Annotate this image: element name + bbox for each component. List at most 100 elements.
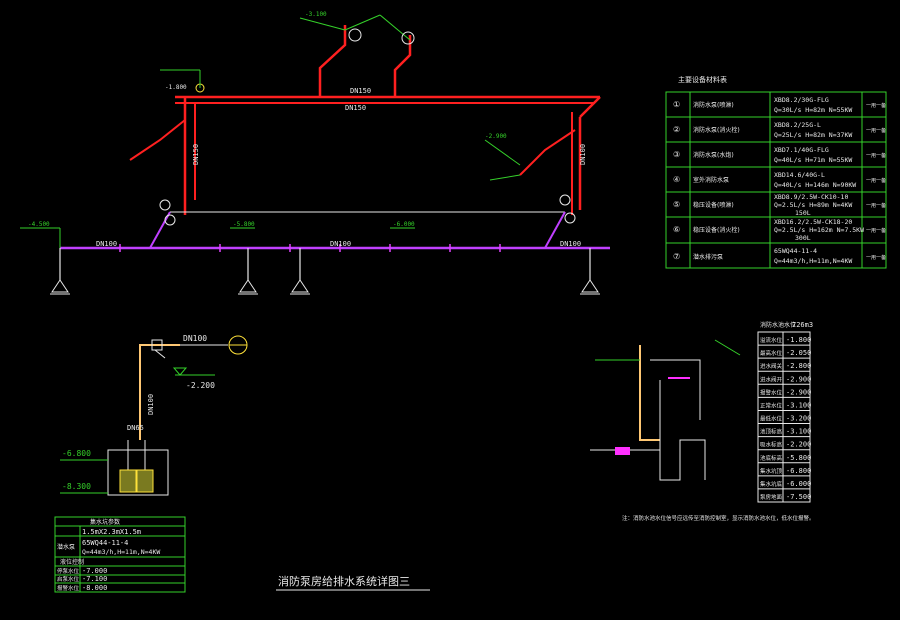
tank-level-name: 最高水位 <box>760 349 783 357</box>
sump-table-title: 集水坑参数 <box>90 518 120 526</box>
sump-level-value: -8.000 <box>82 584 107 592</box>
callout-circle-1 <box>348 28 362 42</box>
eq-row-no: ⑦ <box>673 252 680 261</box>
eq-row-name: 消防水泵(水炮) <box>693 151 734 159</box>
eq-row-qty: 一用一备 <box>866 152 886 159</box>
riser-top-2 <box>393 35 412 97</box>
sump-pump-spec: Q=44m3/h,H=11m,N=4KW <box>82 548 160 556</box>
tank-level-name: 池顶标高 <box>760 428 783 436</box>
elev-label: -2.900 <box>485 133 507 140</box>
elev-label: -3.100 <box>305 11 327 18</box>
valve-ticks <box>119 244 501 252</box>
tank-valve <box>615 447 630 455</box>
eq-row-no: ④ <box>673 175 680 184</box>
eq-row-spec: XBD8.9/2.5W-CK10-10 <box>774 193 848 201</box>
sump-pit <box>107 449 169 496</box>
eq-row-name: 稳压设备(喷淋) <box>693 201 734 209</box>
tank-level-name: 最低水位 <box>760 415 783 423</box>
tank-level-value: -2.800 <box>786 362 811 370</box>
isometric-system: DN150 DN150 DN150 DN100 DN100 DN100 DN10… <box>20 11 610 295</box>
pipe-label: DN150 <box>350 87 371 95</box>
eq-row-qty: 一用一备 <box>866 127 886 134</box>
tank-level-value: -3.100 <box>786 428 811 436</box>
tank-leader-2 <box>714 339 741 356</box>
tank-level-name: 吸水标高 <box>760 441 783 449</box>
eq-row-spec: 300L <box>795 234 811 242</box>
elev-label: -6.000 <box>393 221 415 228</box>
tank-level-name: 溢流水位 <box>760 336 783 344</box>
eq-row-qty: 一用一备 <box>866 254 886 261</box>
sump-elev-top: -6.800 <box>62 449 91 458</box>
eq-row-spec: Q=2.5L/s H=89m N=4KW <box>774 201 852 209</box>
tank-level-value: -5.800 <box>786 454 811 462</box>
tank-level-name: 池底标高 <box>760 454 783 462</box>
sump-riser <box>139 344 180 440</box>
eq-row-qty: 一用一备 <box>866 227 886 234</box>
sump-pipe-large: DN100 <box>183 334 207 343</box>
eq-row-spec: Q=40L/s H=146m N=90KW <box>774 181 856 189</box>
tank-level-value: -7.500 <box>786 493 811 501</box>
leader-lines <box>20 14 521 248</box>
tank-level-value: -2.050 <box>786 349 811 357</box>
branch-right <box>519 129 576 176</box>
pipe-label: DN100 <box>96 240 117 248</box>
sump-pump-model: 65WQ44-11-4 <box>82 539 128 547</box>
sump-valve <box>154 349 166 359</box>
elev-label: -1.800 <box>165 84 187 91</box>
tank-level-value: -1.800 <box>786 336 811 344</box>
sump-elev-bottom: -8.300 <box>62 482 91 491</box>
equipment-table-grid <box>666 92 886 268</box>
eq-row-spec: 65WQ44-11-4 <box>774 247 817 255</box>
tank-pit <box>659 380 706 481</box>
eq-row-spec: XBD8.2/25G-L <box>774 121 821 129</box>
tank-level-name: 集水坑顶 <box>760 467 783 475</box>
tank-level-name: 进水阀关 <box>760 362 783 370</box>
eq-row-no: ⑥ <box>673 225 680 234</box>
tank-level-rows: 溢流水位-1.800最高水位-2.050进水阀关-2.800进水阀开-2.900… <box>758 336 811 501</box>
sump-elev-out: -2.200 <box>186 381 215 390</box>
eq-row-spec: XBD14.6/40G-L <box>774 171 825 179</box>
tank-level-value: -3.100 <box>786 401 811 409</box>
tank-level-value: -2.200 <box>786 441 811 449</box>
eq-row-name: 室外消防水泵 <box>693 176 729 184</box>
pipe-label: DN150 <box>192 144 200 165</box>
eq-row-spec: Q=25L/s H=82m N=37KW <box>774 131 852 139</box>
eq-row-no: ⑤ <box>673 200 680 209</box>
elev-label: -5.800 <box>233 221 255 228</box>
equipment-table-border <box>665 91 887 269</box>
riser-top-1 <box>318 25 347 97</box>
drawing-title: 消防泵房给排水系统详图三 <box>278 574 410 588</box>
tank-level-name: 进水阀开 <box>760 375 783 383</box>
sump-table-grid <box>55 525 185 592</box>
sump-level-name: 停泵水位 <box>57 567 80 575</box>
eq-row-no: ③ <box>673 150 680 159</box>
pipe-label: DN150 <box>345 104 366 112</box>
eq-row-spec: Q=2.5L/s H=162m N=7.5KW <box>774 226 864 234</box>
tank-header: 消防水池水位 <box>760 321 796 329</box>
sump-elev-mark <box>172 367 188 376</box>
tank-level-value: -2.900 <box>786 375 811 383</box>
tank-volume: 726m3 <box>792 321 813 329</box>
sump-pipe-small: DN65 <box>127 424 144 432</box>
tank-section: 消防水池水位 726m3 溢流水位-1.800最高水位-2.050进水阀关-2.… <box>590 321 815 522</box>
tank-note: 注：消防水池水位信号应远传至消防控制室，显示消防水池水位，低水位报警。 <box>622 514 815 522</box>
eq-row-no: ② <box>673 125 680 134</box>
eq-row-spec: Q=40L/s H=71m N=55KW <box>774 156 852 164</box>
pump-symbols <box>159 83 576 226</box>
tank-wall <box>650 359 701 420</box>
sump-pump-label: 潜水泵 <box>57 543 75 551</box>
sump-size: 1.5mX2.3mX1.5m <box>82 528 141 536</box>
tank-level-value: -6.000 <box>786 480 811 488</box>
tank-level-value: -6.800 <box>786 467 811 475</box>
eq-row-spec: XBD7.1/40G-FLG <box>774 146 829 154</box>
eq-row-name: 稳压设备(消火栓) <box>693 226 740 234</box>
callout-circle-2 <box>401 31 415 45</box>
sump-level-value: -7.000 <box>82 567 107 575</box>
sump-pumps <box>119 440 154 493</box>
equipment-table: 主要设备材料表 ① 消防水泵(喷淋) XBD8.2/30G-FLG Q=30L/… <box>665 75 887 269</box>
sump-diagram: -2.200 DN100 DN100 DN65 -6.800 -8.300 集 <box>54 334 248 593</box>
pipe-label: DN100 <box>560 240 581 248</box>
eq-row-no: ① <box>673 100 680 109</box>
tank-level-name: 正常水位 <box>760 401 783 409</box>
